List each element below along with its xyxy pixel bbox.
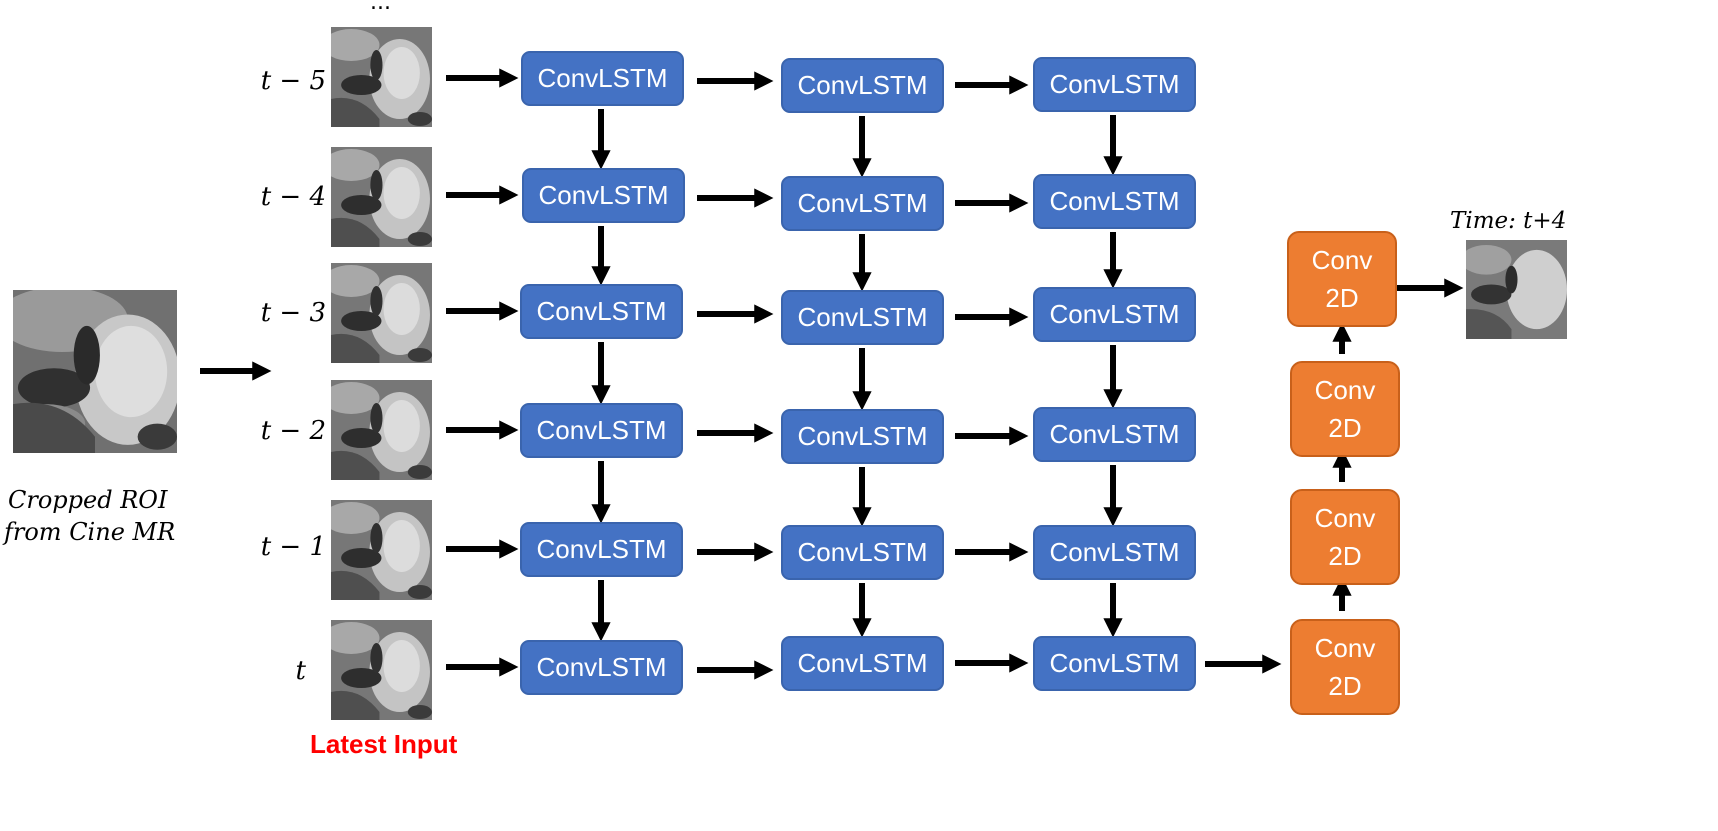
sequence-frame-t-minus-2 (331, 380, 432, 480)
sequence-frame-t-minus-3 (331, 263, 432, 363)
convlstm-block-c1-r2: ConvLSTM (522, 168, 685, 223)
convlstm-block-c3-r3: ConvLSTM (1033, 287, 1196, 342)
sequence-frame-t-minus-4 (331, 147, 432, 247)
convlstm-block-c1-r5: ConvLSTM (520, 522, 683, 577)
convlstm-block-c1-r4: ConvLSTM (520, 403, 683, 458)
conv2d-block-1: Conv 2D (1290, 619, 1400, 715)
convlstm-block-c2-r4: ConvLSTM (781, 409, 944, 464)
convlstm-block-c2-r6: ConvLSTM (781, 636, 944, 691)
conv2d-block-3: Conv 2D (1290, 361, 1400, 457)
time-label-t-minus-2: t − 2 (260, 416, 326, 446)
sequence-frame-t-minus-5 (331, 27, 432, 127)
convlstm-block-c3-r6: ConvLSTM (1033, 636, 1196, 691)
sequence-frame-t (331, 620, 432, 720)
time-label-t: t (295, 656, 306, 686)
convlstm-block-c1-r1: ConvLSTM (521, 51, 684, 106)
convlstm-block-c1-r3: ConvLSTM (520, 284, 683, 339)
latest-input-label: Latest Input (310, 729, 458, 759)
convlstm-block-c2-r1: ConvLSTM (781, 58, 944, 113)
convlstm-block-c3-r2: ConvLSTM (1033, 174, 1196, 229)
convlstm-block-c1-r6: ConvLSTM (520, 640, 683, 695)
time-label-t-minus-5: t − 5 (260, 66, 326, 96)
convlstm-block-c3-r4: ConvLSTM (1033, 407, 1196, 462)
output-time-label: Time: t+4 (1450, 208, 1567, 234)
convlstm-block-c2-r2: ConvLSTM (781, 176, 944, 231)
input-caption-line-2: from Cine MR (4, 518, 176, 546)
cropped-roi-image (13, 290, 177, 453)
convlstm-block-c3-r1: ConvLSTM (1033, 57, 1196, 112)
time-label-t-minus-4: t − 4 (260, 182, 326, 212)
time-label-t-minus-3: t − 3 (260, 298, 326, 328)
convlstm-block-c3-r5: ConvLSTM (1033, 525, 1196, 580)
conv2d-block-2: Conv 2D (1290, 489, 1400, 585)
convlstm-block-c2-r5: ConvLSTM (781, 525, 944, 580)
convlstm-block-c2-r3: ConvLSTM (781, 290, 944, 345)
output-frame-image (1466, 240, 1567, 339)
sequence-frame-t-minus-1 (331, 500, 432, 600)
time-label-t-minus-1: t − 1 (260, 532, 326, 562)
conv2d-block-4: Conv 2D (1287, 231, 1397, 327)
sequence-ellipsis: ... (370, 0, 391, 15)
input-caption-line-1: Cropped ROI (8, 486, 168, 514)
